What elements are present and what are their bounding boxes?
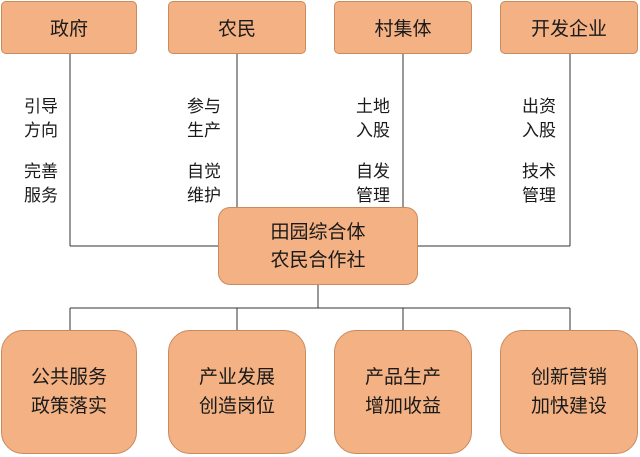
outcome-line2: 创造岗位 xyxy=(198,395,275,417)
outcome-box-industry: 产业发展 创造岗位 xyxy=(168,330,306,454)
role-text: 维护 xyxy=(187,186,221,206)
outcome-line1: 创新营销 xyxy=(530,366,607,388)
role-village-collective: 土地 入股 xyxy=(356,95,390,143)
box-village-collective: 村集体 xyxy=(334,1,472,54)
outcome-line2: 加快建设 xyxy=(530,395,607,417)
box-farmers: 农民 xyxy=(168,1,306,54)
outcome-line2: 增加收益 xyxy=(364,395,441,417)
role-text: 自发 xyxy=(356,162,390,182)
box-village-collective-label: 村集体 xyxy=(374,18,432,40)
outcome-line2: 政策落实 xyxy=(30,395,107,417)
role-text: 管理 xyxy=(356,186,390,206)
box-government-label: 政府 xyxy=(49,18,88,40)
role-text: 入股 xyxy=(522,121,556,141)
outcome-line1: 公共服务 xyxy=(30,366,107,388)
role-text: 引导 xyxy=(24,97,58,117)
box-enterprise: 开发企业 xyxy=(500,1,638,54)
box-farmers-label: 农民 xyxy=(217,18,256,40)
role-enterprise-2: 技术 管理 xyxy=(522,160,556,208)
outcome-line1: 产品生产 xyxy=(364,366,441,388)
outcome-box-production: 产品生产 增加收益 xyxy=(334,330,472,454)
role-text: 生产 xyxy=(187,121,221,141)
role-text: 管理 xyxy=(522,186,556,206)
role-farmers-2: 自觉 维护 xyxy=(187,160,221,208)
role-farmers: 参与 生产 xyxy=(187,95,221,143)
role-text: 参与 xyxy=(187,97,221,117)
role-village-collective-2: 自发 管理 xyxy=(356,160,390,208)
role-text: 出资 xyxy=(522,97,556,117)
center-box-line1: 田园综合体 xyxy=(270,221,366,243)
role-enterprise: 出资 入股 xyxy=(522,95,556,143)
role-text: 服务 xyxy=(24,186,58,206)
role-text: 技术 xyxy=(522,162,556,182)
role-government-2: 完善 服务 xyxy=(24,160,58,208)
outcome-line1: 产业发展 xyxy=(198,366,275,388)
box-enterprise-label: 开发企业 xyxy=(530,18,607,40)
role-text: 入股 xyxy=(356,121,390,141)
center-box: 田园综合体 农民合作社 xyxy=(218,207,418,285)
box-government: 政府 xyxy=(1,1,137,54)
role-government: 引导 方向 xyxy=(24,95,58,143)
role-text: 自觉 xyxy=(187,162,221,182)
outcome-box-marketing: 创新营销 加快建设 xyxy=(500,330,638,454)
role-text: 方向 xyxy=(24,121,58,141)
outcome-box-public-service: 公共服务 政策落实 xyxy=(1,330,137,454)
role-text: 土地 xyxy=(356,97,390,117)
center-box-line2: 农民合作社 xyxy=(270,249,366,271)
role-text: 完善 xyxy=(24,162,58,182)
